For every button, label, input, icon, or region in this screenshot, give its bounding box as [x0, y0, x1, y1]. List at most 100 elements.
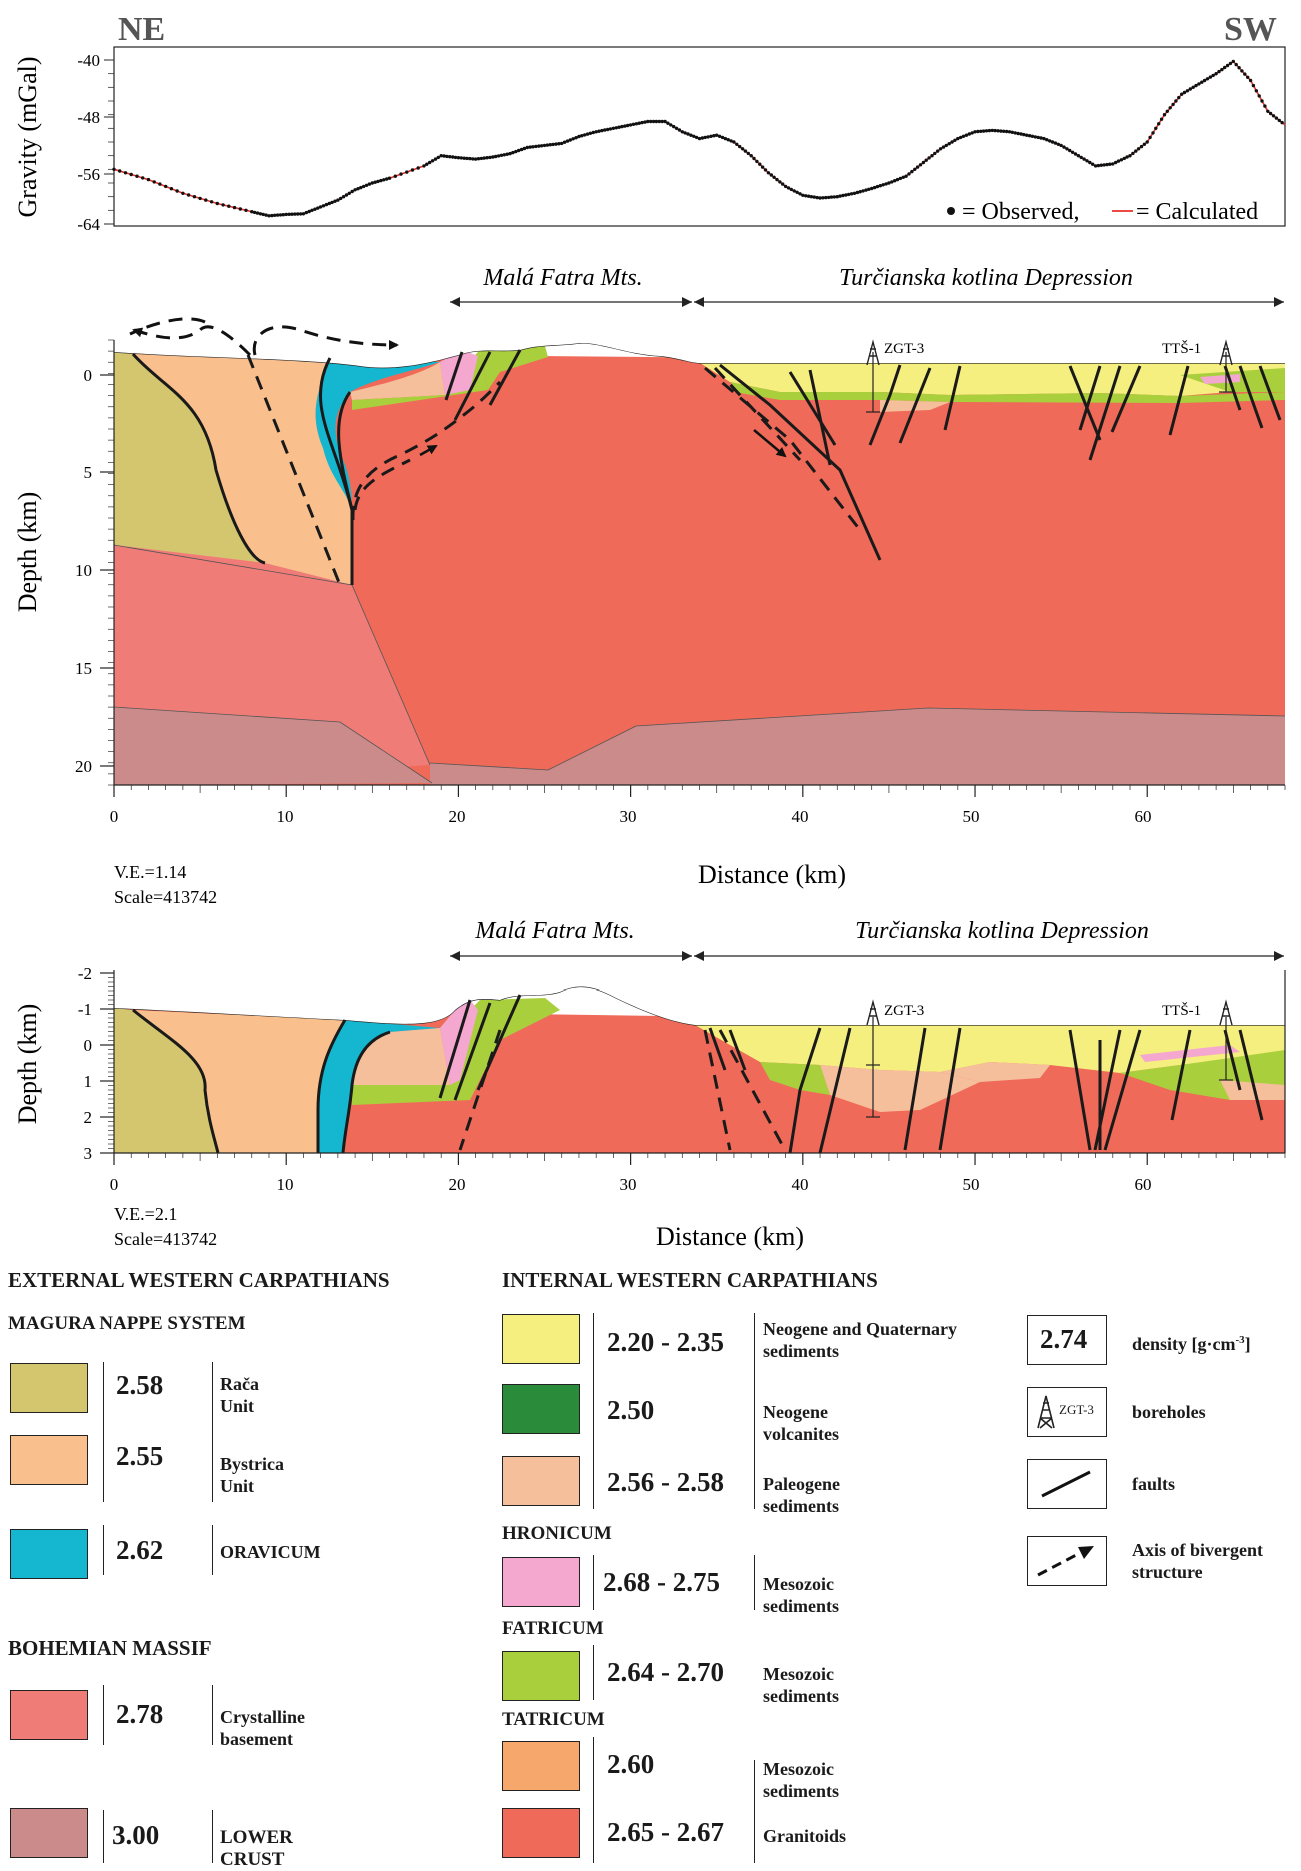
observed-point [1202, 78, 1207, 83]
observed-point [502, 153, 506, 157]
fault-line [788, 1027, 822, 1154]
observed-point [640, 120, 644, 125]
observed-point [1119, 158, 1124, 162]
internal-title: INTERNAL WESTERN CARPATHIANS [502, 1268, 878, 1292]
observed-point [577, 134, 581, 139]
fault-line [903, 1027, 927, 1151]
lower-crust-swatch [10, 1808, 88, 1858]
observed-point [726, 138, 730, 142]
section-1-dashed-faults [246, 354, 862, 586]
observed-point [778, 180, 782, 184]
observed-point [915, 165, 920, 169]
internal-divider [754, 1313, 755, 1509]
observed-point [827, 195, 831, 200]
granitoids-density: 2.65 - 2.67 [607, 1817, 724, 1847]
granitoids-label: Granitoids [763, 1826, 847, 1846]
observed-point [370, 181, 374, 185]
observed-point [301, 212, 306, 216]
observed-point [473, 157, 478, 161]
observed-point [192, 195, 197, 199]
observed-point [270, 213, 274, 218]
observed-point [918, 163, 923, 167]
observed-point [775, 177, 779, 182]
raca-unit [114, 1008, 218, 1153]
observed-point [1151, 131, 1155, 135]
tatricum-mes-label: Mesozoic sediments [763, 1759, 839, 1801]
borehole-icon [866, 339, 880, 366]
tatricum-mes-swatch [502, 1741, 580, 1791]
crystalline-density: 2.78 [116, 1699, 164, 1729]
depth-tick: 5 [84, 463, 93, 482]
distance-tick: 60 [1135, 1175, 1152, 1194]
borehole-label: ZGT-3 [884, 341, 924, 357]
observed-point [904, 174, 908, 178]
observed-point [628, 123, 633, 127]
oravicum-divider [103, 1525, 104, 1575]
observed-legend-marker [947, 207, 955, 215]
hronicum-sw [1140, 1045, 1240, 1062]
observed-point [967, 132, 971, 136]
observed-point [310, 208, 314, 212]
observed-point [815, 195, 819, 200]
fault-line [1093, 1029, 1122, 1151]
observed-point [494, 154, 498, 159]
observed-point [740, 147, 745, 151]
observed-point [1056, 142, 1061, 146]
observed-point [786, 186, 791, 190]
observed-point [706, 135, 710, 139]
observed-point [135, 174, 139, 178]
observed-point [861, 189, 865, 193]
observed-point [436, 155, 440, 160]
observed-point [1007, 130, 1012, 134]
observed-point [789, 187, 793, 192]
bystrica-density: 2.55 [116, 1441, 164, 1471]
section-1-ticks [100, 339, 1286, 797]
observed-point [847, 192, 851, 197]
distance-tick: 0 [110, 1175, 119, 1194]
dashed-fault [458, 1029, 502, 1151]
observed-point [227, 204, 231, 208]
observed-point [961, 134, 966, 138]
observed-point [405, 170, 409, 174]
observed-point [430, 159, 435, 163]
section-2-distance-label: Distance (km) [656, 1222, 804, 1251]
observed-point [1136, 147, 1141, 151]
fatricum-ridge [480, 346, 548, 390]
fault-line [132, 1008, 220, 1154]
observed-point [565, 139, 570, 143]
observed-point [1148, 135, 1152, 140]
fatricum-swatch [502, 1651, 580, 1701]
crystalline-swatch [10, 1690, 88, 1740]
observed-point [373, 180, 377, 184]
observed-point [496, 154, 501, 158]
observed-point [729, 139, 733, 143]
observed-point [841, 193, 845, 198]
fault-line [1170, 1029, 1192, 1121]
paleogene-ne [350, 362, 445, 400]
observed-point [442, 154, 446, 158]
observed-point [1157, 122, 1161, 126]
observed-point [614, 126, 618, 130]
observed-point [313, 207, 317, 211]
distance-tick: 30 [620, 1175, 637, 1194]
observed-point [1062, 145, 1066, 149]
observed-point [244, 208, 248, 212]
mala-fatra-label: Malá Fatra Mts. [474, 918, 634, 944]
observed-point [792, 189, 796, 193]
observed-point [603, 128, 607, 132]
observed-point [482, 156, 486, 160]
observed-point [551, 142, 555, 147]
fatricum-divider [593, 1645, 594, 1700]
observed-point [471, 157, 475, 161]
fault-line [1223, 1029, 1242, 1091]
fault-line [1238, 1029, 1264, 1121]
observed-point [499, 153, 504, 157]
hronicum-swatch [502, 1557, 580, 1607]
fault-line [808, 369, 832, 466]
section-2-scale: Scale=413742 [114, 1229, 217, 1249]
granitoids-swatch [502, 1808, 580, 1858]
distance-tick: 20 [449, 807, 466, 826]
observed-point [838, 194, 842, 198]
fault-line [708, 1027, 727, 1071]
observed-point [637, 121, 641, 125]
